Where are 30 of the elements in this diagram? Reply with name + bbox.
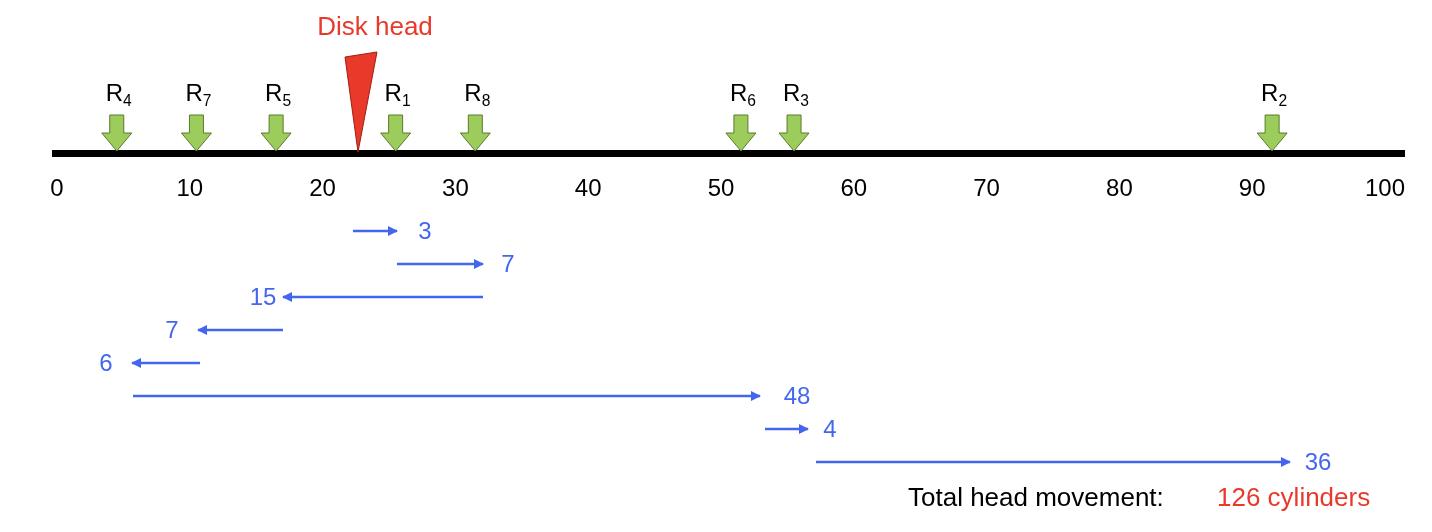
tick-label: 10 bbox=[176, 176, 204, 200]
tick-label: 100 bbox=[1365, 176, 1405, 200]
request-label: R$_{6}$ bbox=[729, 81, 756, 109]
tick-label: 90 bbox=[1238, 176, 1266, 200]
distance-label: 7 bbox=[165, 318, 179, 342]
distance-label: 4 bbox=[823, 417, 837, 441]
total-value: 126 cylinders bbox=[1217, 484, 1371, 510]
request-label: R$_{7}$ bbox=[185, 81, 212, 109]
tick-label: 70 bbox=[973, 176, 1000, 200]
tick-label: 80 bbox=[1106, 176, 1133, 200]
tick-label: 0 bbox=[50, 176, 64, 200]
request-label: R$_{3}$ bbox=[783, 81, 810, 109]
request-label: R$_{1}$ bbox=[384, 81, 411, 109]
distance-label: 36 bbox=[1304, 450, 1332, 474]
total-text: Total head movement: bbox=[908, 484, 1164, 510]
distance-label: 15 bbox=[249, 285, 277, 309]
distance-label: 6 bbox=[99, 351, 113, 375]
tick-label: 60 bbox=[840, 176, 868, 200]
distance-label: 3 bbox=[418, 219, 432, 243]
tick-label: 20 bbox=[309, 176, 336, 200]
tick-label: 40 bbox=[574, 176, 602, 200]
request-label: R$_{8}$ bbox=[464, 81, 491, 109]
tick-label: 50 bbox=[707, 176, 735, 200]
distance-label: 48 bbox=[783, 384, 811, 408]
request-label: R$_{4}$ bbox=[105, 81, 132, 109]
pointer-label: Disk head bbox=[317, 13, 433, 39]
distance-label: 7 bbox=[501, 252, 515, 276]
request-label: R$_{5}$ bbox=[265, 81, 292, 109]
tick-label: 30 bbox=[442, 176, 469, 200]
request-label: R$_{2}$ bbox=[1261, 81, 1288, 109]
